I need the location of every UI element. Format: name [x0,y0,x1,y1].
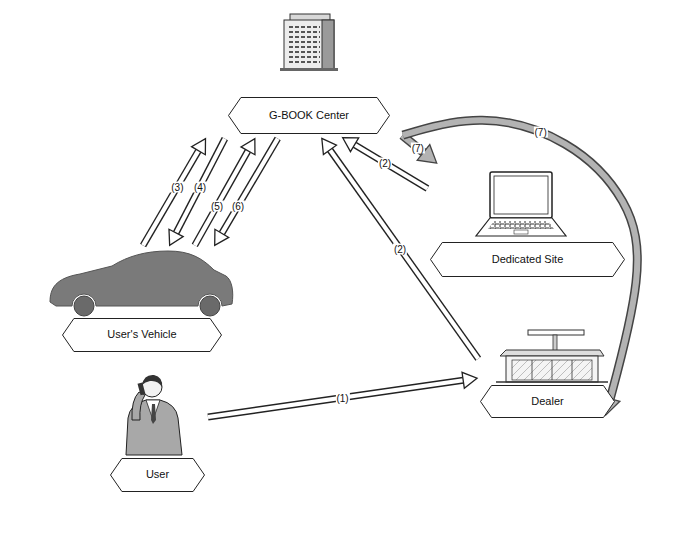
arrow-body [170,139,225,246]
banner-outline [229,98,390,134]
flow-arrow [402,135,436,163]
step-number: (5) [210,200,224,211]
arrow-outline [208,378,477,417]
icon-node: G-BOOK Center [190,10,400,136]
arrow-body [402,135,436,163]
banner-text: G-BOOK Center [269,109,349,122]
arrow-body [403,120,637,415]
arrow-head [462,372,477,388]
icon-node: User [110,373,205,492]
label-banner: G-BOOK Center [228,97,390,134]
icon-node: Dealer [480,328,615,418]
arrow-body [208,378,477,417]
icon-node: User's Vehicle [50,248,232,352]
step-number: (2) [393,243,407,254]
step-number: (1) [335,392,349,403]
arrow-outline [170,139,225,246]
step-number: (7) [534,127,548,138]
label-banner: Dealer [480,385,615,418]
banner-text: User [146,468,169,481]
arrow-head [192,139,206,155]
arrow-head [215,229,229,245]
banner-outline [111,459,205,492]
arrow-body [215,139,278,246]
dealer-building-icon [496,330,608,382]
banner-text: User's Vehicle [107,328,176,341]
arrow-outline [215,139,278,246]
car-silhouette [50,251,233,316]
arrow-head [241,139,255,155]
arrow-head [343,138,359,152]
label-banner: User's Vehicle [62,318,222,352]
flow-arrow [403,120,637,415]
banner-text: Dedicated Site [492,253,564,266]
step-number: (6) [231,200,245,211]
step-number: (2) [378,158,392,169]
arrow-outline [403,120,637,415]
banner-outline [431,243,625,277]
arrow-head [169,229,183,245]
arrow-outline [402,135,436,163]
step-number: (3) [170,181,184,192]
office-building-icon [280,14,338,71]
arrow-head [322,138,337,154]
flow-arrow [208,372,477,417]
flow-arrow [215,139,278,246]
step-number: (7) [411,142,425,153]
label-banner: User [110,458,205,492]
arrow-head [417,145,437,163]
icon-node: Dedicated Site [430,165,625,277]
banner-outline [63,319,222,352]
person-on-phone-icon [126,375,182,455]
banner-outline [481,386,615,418]
flow-arrow [169,139,225,246]
laptop-icon [476,172,566,236]
label-banner: Dedicated Site [430,242,625,277]
banner-text: Dealer [531,395,563,408]
step-number: (4) [193,181,207,192]
